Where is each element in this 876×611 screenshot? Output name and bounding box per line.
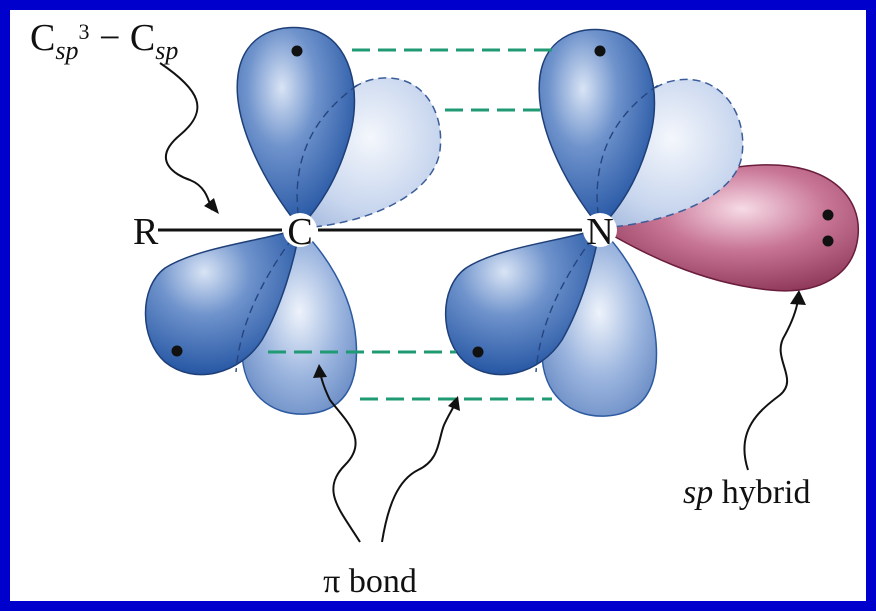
pi-bond-label: π bond	[323, 563, 417, 600]
bond-type-label: Csp3 − Csp	[30, 17, 178, 65]
atom-c-label: C	[287, 211, 312, 253]
atom-n-label: N	[586, 211, 613, 253]
electron-dot	[473, 347, 484, 358]
sp-hybrid-label: sp hybrid	[683, 474, 811, 511]
lone-pair-dot	[823, 210, 834, 221]
nitrogen-orbitals	[446, 29, 859, 416]
atom-r-label: R	[133, 211, 159, 253]
bond-type-arrow	[160, 63, 212, 210]
lone-pair-dot	[823, 236, 834, 247]
electron-dot	[595, 46, 606, 57]
electron-dot	[292, 46, 303, 57]
pi-bond-arrow-right	[382, 404, 455, 542]
sp-hybrid-arrow	[744, 300, 798, 470]
electron-dot	[172, 346, 183, 357]
